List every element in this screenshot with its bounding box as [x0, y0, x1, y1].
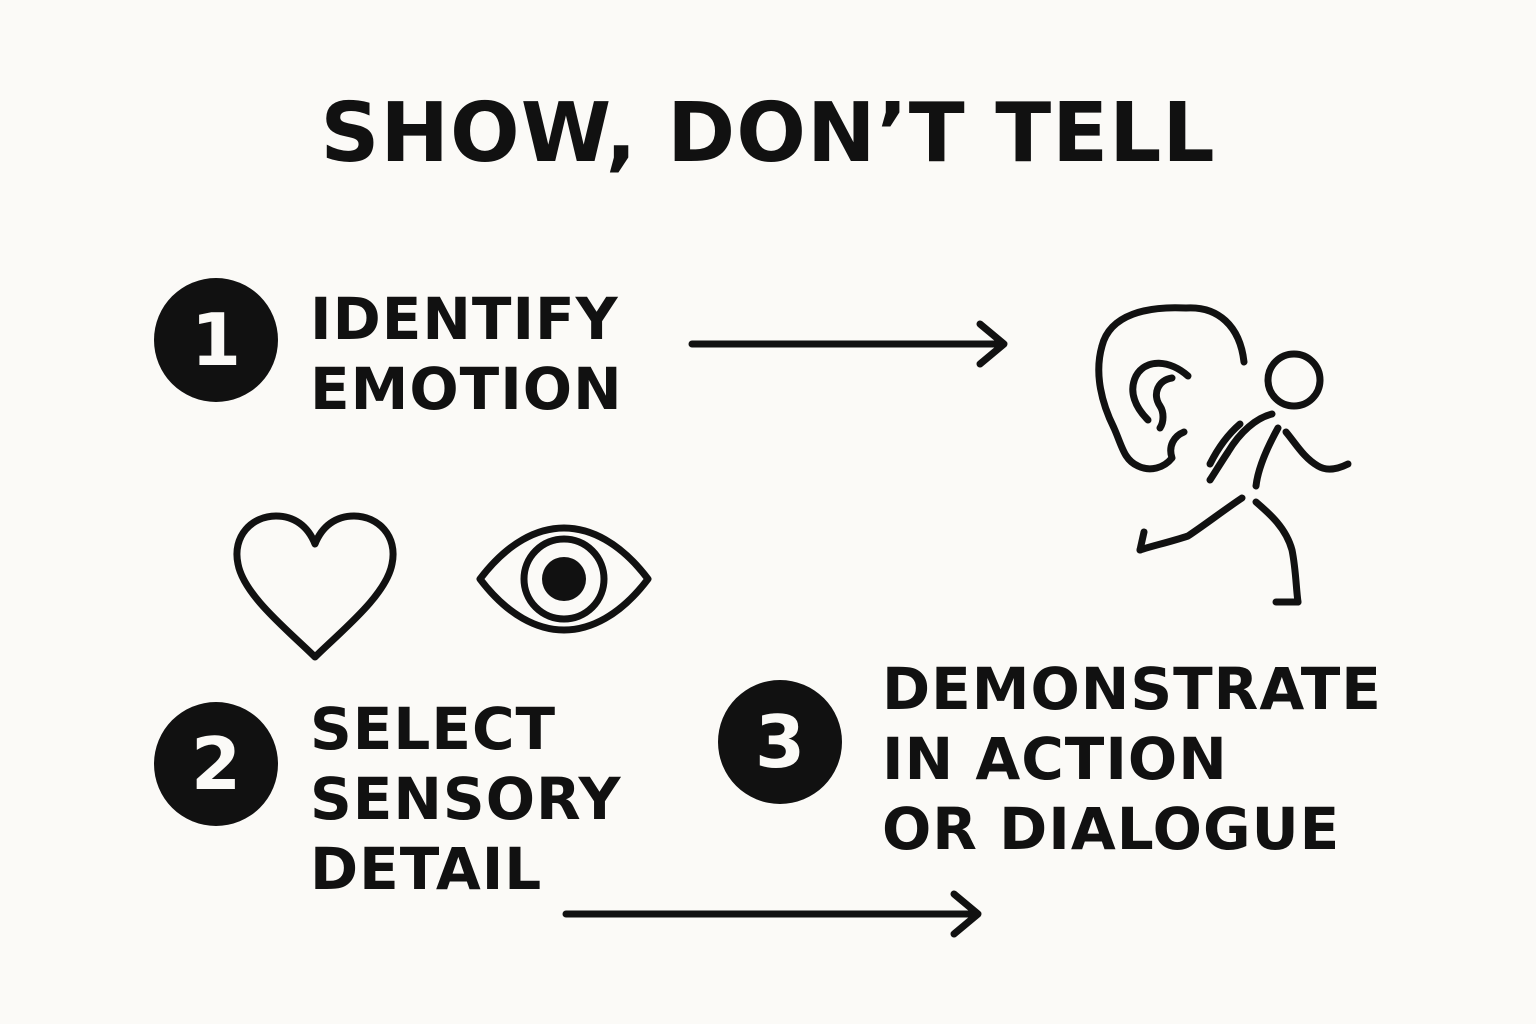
step-3-label: DEMONSTRATE IN ACTION OR DIALOGUE [882, 654, 1382, 864]
step-1-label-line-1: IDENTIFY [310, 285, 619, 353]
arrow-right-icon [688, 320, 1008, 368]
step-3-badge: 3 [718, 680, 842, 804]
step-3-label-line-3: OR DIALOGUE [882, 795, 1341, 863]
eye-icon [476, 524, 652, 634]
running-figure-icon [1095, 304, 1352, 606]
step-2-label-line-2: SENSORY [310, 765, 622, 833]
page-title: SHOW, DON’T TELL [320, 86, 1216, 181]
step-2-label: SELECT SENSORY DETAIL [310, 694, 622, 904]
step-3-label-line-2: IN ACTION [882, 725, 1228, 793]
heart-icon [233, 512, 397, 661]
arrow-right-icon [562, 890, 982, 938]
step-1-label-line-2: EMOTION [310, 355, 623, 423]
step-1-label: IDENTIFY EMOTION [310, 284, 623, 424]
step-1-badge: 1 [154, 278, 278, 402]
step-2-badge: 2 [154, 702, 278, 826]
step-2-label-line-3: DETAIL [310, 835, 543, 903]
step-3-label-line-1: DEMONSTRATE [882, 655, 1382, 723]
step-2-label-line-1: SELECT [310, 695, 557, 763]
